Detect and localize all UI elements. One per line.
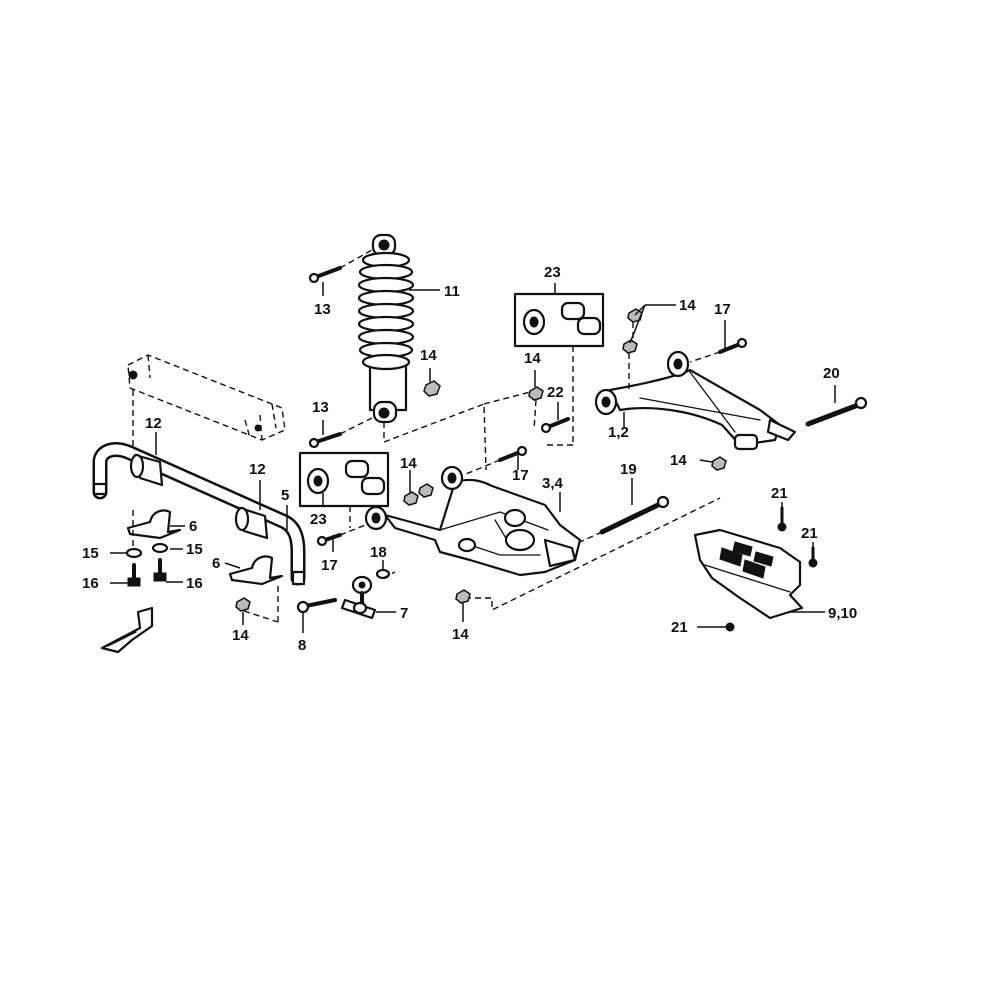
callout-6-left: 6 <box>189 518 197 535</box>
stabilizer-link <box>340 575 377 620</box>
bolt-19 <box>579 495 670 543</box>
callout-1-2: 1,2 <box>608 424 629 441</box>
callout-labels: 11 13 14 13 23 14 14 17 20 22 1,2 14 12 … <box>82 264 857 654</box>
callout-16-left: 16 <box>82 575 99 592</box>
nut-14-upper-arm-a <box>627 308 643 340</box>
callout-17-upper-arm: 17 <box>714 301 731 318</box>
shock-absorber <box>357 233 415 424</box>
callout-14-bracket: 14 <box>232 627 249 644</box>
bolt-21-bottom <box>725 622 735 632</box>
bolt-13-lower <box>308 417 373 449</box>
callout-16-right: 16 <box>186 575 203 592</box>
callout-3-4: 3,4 <box>542 475 564 492</box>
washer-15-right <box>151 542 169 554</box>
lower-control-arm <box>364 465 582 577</box>
bushing-kit-lower <box>298 451 390 528</box>
nut-14-shock <box>423 380 441 397</box>
callout-21-bottom: 21 <box>671 619 688 636</box>
skid-plate <box>693 528 804 620</box>
washer-15-left <box>125 547 143 559</box>
callout-23-upper: 23 <box>544 264 561 281</box>
bolt-17-upper-arm <box>689 337 748 363</box>
bolt-13-upper <box>308 249 373 284</box>
callout-17-lower-arm: 17 <box>512 467 529 484</box>
nut-14-lower-arm <box>403 483 434 506</box>
callout-14-shock: 14 <box>420 347 437 364</box>
nut-14-bracket <box>235 585 279 623</box>
callout-23-lower: 23 <box>310 511 327 528</box>
callout-14-upper-arm: 14 <box>679 297 696 314</box>
callout-14-upper-arm-right: 14 <box>670 452 687 469</box>
bracket-6-left <box>126 509 182 550</box>
callout-22: 22 <box>547 384 564 401</box>
bracket-6-right <box>228 555 284 586</box>
bolt-16-left <box>127 563 141 587</box>
callout-21-right: 21 <box>801 525 818 542</box>
callout-6-right: 6 <box>212 555 220 572</box>
washer-18 <box>375 568 396 580</box>
bushing-12-right <box>234 506 269 540</box>
nut-14-upper-arm-b <box>622 339 638 392</box>
callout-15-left: 15 <box>82 545 99 562</box>
callout-12-right: 12 <box>249 461 266 478</box>
callout-14-lower-arm: 14 <box>400 455 417 472</box>
nut-14-upper-arm-c <box>711 456 727 471</box>
leader-lines <box>110 282 836 633</box>
callout-20: 20 <box>823 365 840 382</box>
bushing-kit-upper <box>513 292 605 446</box>
callout-12-left: 12 <box>145 415 162 432</box>
callout-14-lower-right: 14 <box>452 626 469 643</box>
coil-spring <box>357 251 415 371</box>
bolt-17-lower-arm-a <box>465 445 528 475</box>
callout-17-lower: 17 <box>321 557 338 574</box>
nut-14-lower-right <box>455 589 471 604</box>
bolt-22 <box>540 417 570 434</box>
callout-7: 7 <box>400 605 408 622</box>
callout-5: 5 <box>281 487 289 504</box>
bolt-16-right <box>153 558 167 582</box>
bolt-21-right <box>808 546 818 568</box>
callout-8: 8 <box>298 637 306 654</box>
callout-14-center: 14 <box>524 350 541 367</box>
frame-section-phantom <box>127 354 286 460</box>
callout-11: 11 <box>444 283 460 300</box>
callout-19: 19 <box>620 461 637 478</box>
bushing-12-left <box>129 453 164 487</box>
callout-15-right: 15 <box>186 541 203 558</box>
bolt-8 <box>296 598 337 614</box>
bolt-20 <box>805 396 868 427</box>
callout-13-lower: 13 <box>312 399 329 416</box>
callout-13-upper: 13 <box>314 301 331 318</box>
callout-21-top: 21 <box>771 485 788 502</box>
nut-14-center <box>528 386 544 431</box>
callout-9-10: 9,10 <box>828 605 857 622</box>
upper-control-arm <box>594 350 797 451</box>
callout-18: 18 <box>370 544 387 561</box>
bolt-21-top <box>777 506 787 532</box>
stabilizer-bar <box>92 442 306 586</box>
front-direction-arrow <box>100 606 154 654</box>
